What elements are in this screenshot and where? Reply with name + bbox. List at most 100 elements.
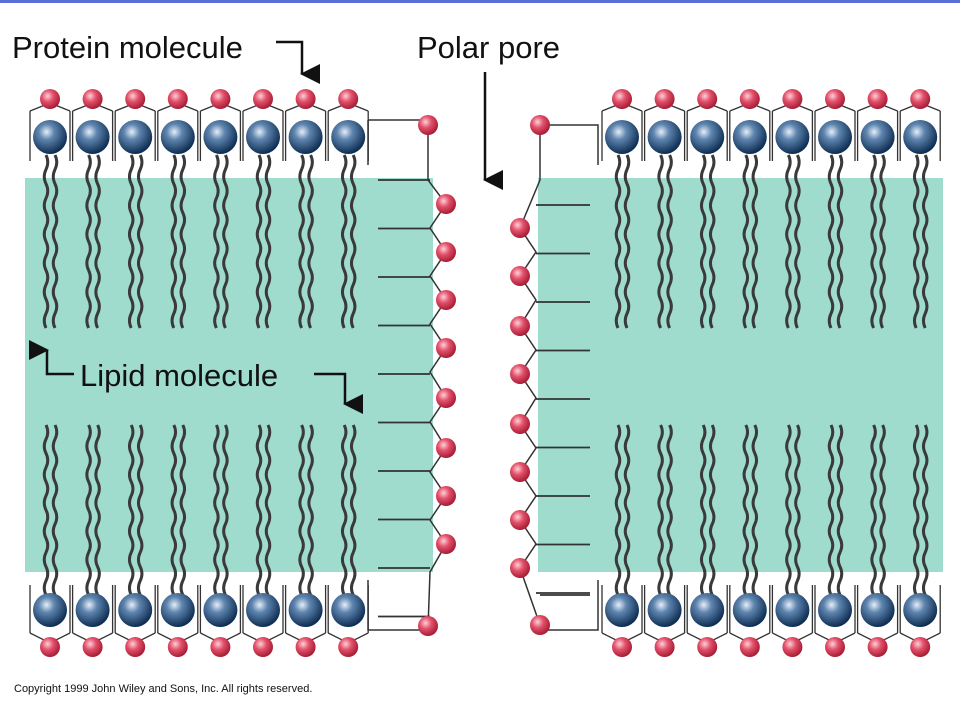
lipid-frame: [71, 111, 114, 161]
lipid-charge-group: [910, 89, 931, 109]
lipid-polar-head: [647, 120, 682, 154]
lipid-tail: [666, 424, 673, 596]
lipid-tail: [742, 424, 750, 596]
lipid-label-bg: [76, 356, 311, 396]
lipid-tail: [170, 154, 178, 329]
lipid-frame: [199, 111, 242, 161]
lipid-frame: [71, 585, 114, 633]
lipid-polar-head: [860, 120, 895, 154]
pore-polar-group: [436, 486, 456, 506]
lipid-polar-head: [818, 120, 852, 154]
lipid-tail: [85, 424, 92, 596]
pore-polar-group: [436, 388, 456, 408]
lipid-tail: [794, 424, 801, 596]
lipid-tail: [623, 424, 631, 596]
lipid-charge-group: [82, 89, 103, 109]
lipid-charge-group: [654, 637, 675, 657]
lipid-polar-head: [331, 120, 366, 154]
pore-polar-group: [510, 510, 530, 530]
lipid-frame: [643, 111, 686, 161]
pore-polar-group: [436, 194, 456, 214]
lipid-tail: [298, 154, 305, 329]
lipid-tail: [298, 424, 305, 596]
lipid-polar-head: [605, 593, 639, 627]
lipid-tail: [742, 154, 750, 329]
lipid-tail: [136, 424, 144, 596]
lipid-tail: [42, 154, 50, 329]
lipid-polar-head: [647, 593, 682, 627]
lipid-charge-group: [167, 637, 188, 657]
lipid-frame: [157, 111, 199, 161]
lipid-charge-group: [697, 89, 718, 109]
lipid-tail: [349, 424, 357, 596]
pore-polar-group: [436, 290, 456, 310]
lipid-tail: [614, 424, 622, 596]
lipid-tail: [85, 154, 92, 329]
lipid-polar-head: [775, 120, 810, 154]
lipid-charge-group: [825, 89, 845, 109]
lipid-tail: [708, 154, 716, 329]
lipid-tail: [340, 154, 348, 329]
lipid-charge-group: [40, 89, 60, 109]
pore-polar-group: [436, 534, 456, 554]
lipid-charge-group: [125, 637, 146, 657]
lipid-polar-head: [605, 120, 639, 154]
lipid-charge-group: [210, 89, 231, 109]
lipid-tail: [127, 424, 135, 596]
lipid-tail: [827, 424, 835, 596]
lipid-frame: [814, 585, 856, 633]
lipid-tail: [921, 154, 929, 329]
lipid-polar-head: [288, 120, 323, 154]
lipid-polar-head: [160, 593, 195, 627]
pore-polar-group: [510, 218, 530, 238]
lipid-charge-group: [167, 89, 188, 109]
lipid-charge-group: [697, 637, 718, 657]
lipid-charge-group: [612, 637, 632, 657]
lipid-tail: [127, 154, 135, 329]
lipid-tail: [264, 154, 272, 329]
pore-polar-group: [436, 338, 456, 358]
lipid-charge-group: [910, 637, 931, 657]
lipid-frame: [601, 585, 643, 633]
lipid-charge-group: [338, 89, 359, 109]
lipid-polar-head: [775, 593, 810, 627]
lipid-charge-group: [295, 89, 316, 109]
lipid-tail: [699, 154, 707, 329]
lipid-polar-head: [33, 593, 67, 627]
lipid-charge-group: [867, 89, 888, 109]
lipid-polar-head: [75, 120, 110, 154]
lipid-polar-head: [118, 120, 153, 154]
lipid-tail: [179, 154, 187, 329]
pore-polar-group: [436, 242, 456, 262]
lipid-tail: [222, 154, 229, 329]
lipid-polar-head: [246, 120, 280, 154]
lipid-tail: [827, 154, 835, 329]
lipid-charge-group: [782, 89, 803, 109]
lipid-tail: [307, 424, 314, 596]
lipid-frame: [686, 585, 728, 633]
lipid-polar-head: [903, 120, 938, 154]
lipid-frame: [284, 585, 327, 633]
lipid-tail: [785, 154, 792, 329]
lipid-charge-group: [867, 637, 888, 657]
protein-label-arrow: [276, 40, 320, 84]
lipid-charge-group: [739, 637, 760, 657]
lipid-tail: [264, 424, 272, 596]
lipid-frame: [899, 111, 941, 161]
lipid-charge-group: [253, 89, 273, 109]
lipid-charge-group: [295, 637, 316, 657]
pore-polar-group: [510, 266, 530, 286]
lipid-frame: [814, 111, 856, 161]
lipid-charge-group: [253, 637, 273, 657]
lipid-frame: [899, 585, 941, 633]
lipid-polar-head: [903, 593, 938, 627]
lipid-tail: [51, 424, 59, 596]
protein-molecule-label: Protein molecule: [12, 30, 243, 65]
lipid-frame: [771, 111, 814, 161]
lipid-charge-group: [40, 637, 60, 657]
lipid-polar-head: [246, 593, 280, 627]
lipid-charge-group: [210, 637, 231, 657]
lipid-tail: [708, 424, 716, 596]
lipid-tail: [921, 424, 929, 596]
pore-polar-group: [510, 462, 530, 482]
